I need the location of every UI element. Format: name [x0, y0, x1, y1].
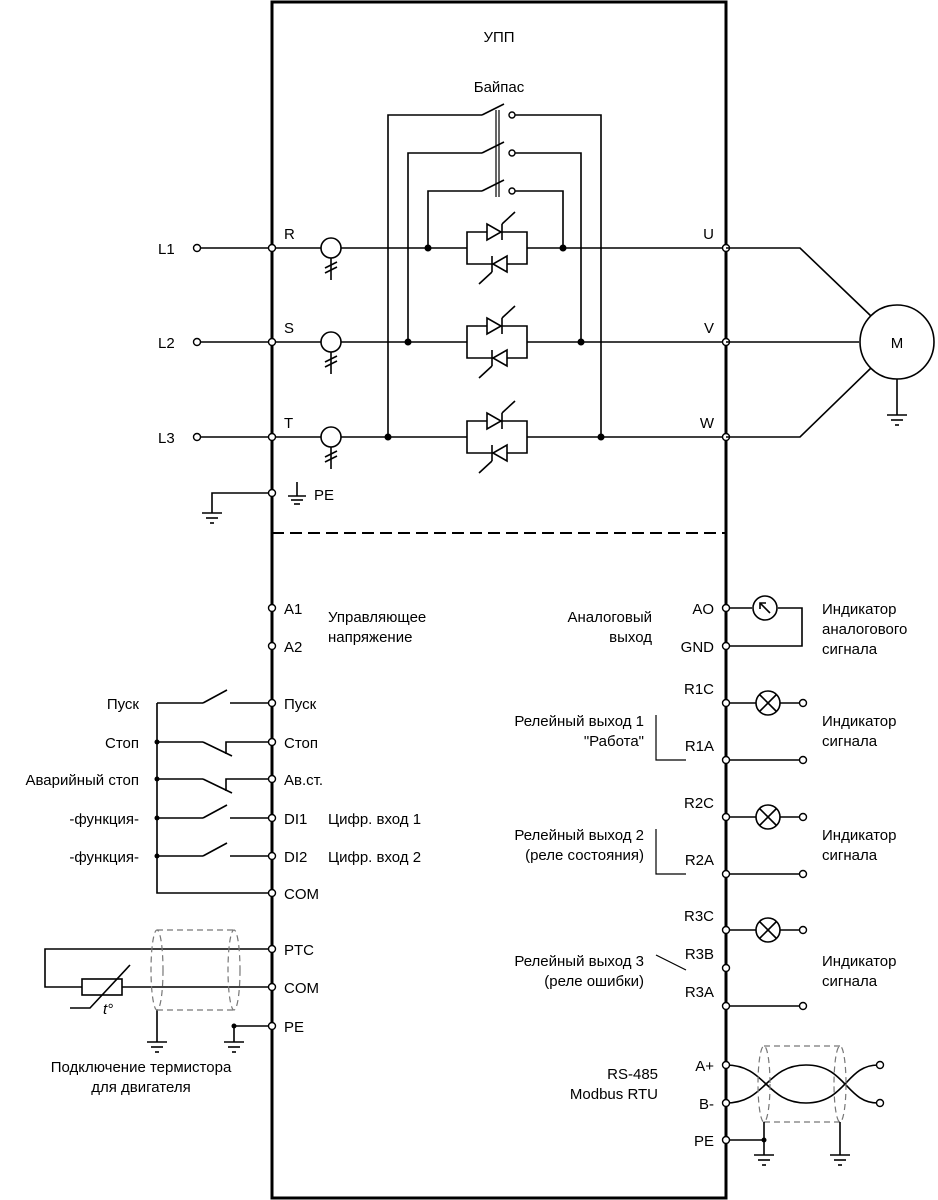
terminal-w-label: W — [700, 415, 715, 432]
di2-desc: Цифр. вход 2 — [328, 849, 421, 866]
bypass-contactor — [387, 103, 602, 437]
analog-label-line1: Аналоговый — [567, 609, 652, 626]
analog-meter-icon — [752, 595, 778, 621]
bypass-label: Байпас — [474, 79, 525, 96]
ext-func1-label: -функция- — [69, 811, 139, 828]
thyristor-icons — [466, 211, 528, 474]
terminal-a2-label: A2 — [284, 639, 302, 656]
relay2-wiring — [655, 812, 808, 879]
thermistor-caption-line1: Подключение термистора — [51, 1059, 232, 1076]
thermistor-wiring — [44, 929, 272, 1053]
analog-indicator-line3: сигнала — [822, 641, 878, 658]
digital-input-terminals — [267, 698, 277, 898]
pe-label: PE — [314, 487, 334, 504]
rs485-label-line2: Modbus RTU — [570, 1086, 658, 1103]
rs485-wiring — [721, 1045, 885, 1166]
terminal-start-label: Пуск — [284, 696, 317, 713]
lamp-icon — [755, 690, 781, 716]
thermistor-caption-line2: для двигателя — [91, 1079, 190, 1096]
terminal-r1a-label: R1A — [685, 738, 714, 755]
motor-wiring — [726, 247, 907, 438]
ext-func2-label: -функция- — [69, 849, 139, 866]
terminal-v-label: V — [704, 320, 714, 337]
relay1-indicator-line1: Индикатор — [822, 713, 897, 730]
terminal-ao-label: AO — [692, 601, 714, 618]
motor-icon — [859, 304, 935, 380]
terminal-pe2-label: PE — [284, 1019, 304, 1036]
input-l3-label: L3 — [158, 430, 175, 447]
terminal-a1-label: A1 — [284, 601, 302, 618]
relay2-indicator-line1: Индикатор — [822, 827, 897, 844]
terminal-r3c-label: R3C — [684, 908, 714, 925]
terminal-com2-label: COM — [284, 980, 319, 997]
input-l1-label: L1 — [158, 241, 175, 258]
device-enclosure — [270, 0, 728, 1200]
digital-input-wiring — [154, 689, 272, 894]
control-voltage-line1: Управляющее — [328, 609, 426, 626]
terminal-com-label: COM — [284, 886, 319, 903]
terminal-di2-label: DI2 — [284, 849, 307, 866]
analog-indicator-line2: аналогового — [822, 621, 907, 638]
di1-desc: Цифр. вход 1 — [328, 811, 421, 828]
motor-label: M — [891, 335, 904, 352]
current-sensor-icons — [320, 237, 342, 469]
device-title: УПП — [483, 29, 514, 46]
relay3-label-line2: (реле ошибки) — [544, 973, 644, 990]
terminal-r3b-label: R3B — [685, 946, 714, 963]
relay3-indicator-line2: сигнала — [822, 973, 878, 990]
control-voltage-line2: напряжение — [328, 629, 412, 646]
terminal-r2a-label: R2A — [685, 852, 714, 869]
terminal-t-label: T — [284, 415, 293, 432]
terminal-b-minus-label: B- — [699, 1096, 714, 1113]
thermistor-temp-label: t° — [103, 1001, 113, 1018]
terminal-r2c-label: R2C — [684, 795, 714, 812]
thermistor-icon — [70, 964, 131, 1009]
terminal-r1c-label: R1C — [684, 681, 714, 698]
relay3-indicator-line1: Индикатор — [822, 953, 897, 970]
terminal-a-plus-label: A+ — [695, 1058, 714, 1075]
input-terminals — [192, 243, 731, 442]
relay3-label-line1: Релейный выход 3 — [514, 953, 644, 970]
terminal-s-label: S — [284, 320, 294, 337]
relay2-indicator-line2: сигнала — [822, 847, 878, 864]
power-lines — [197, 247, 726, 438]
terminal-gnd-label: GND — [681, 639, 715, 656]
pe-power — [202, 482, 306, 524]
ext-stop-label: Стоп — [105, 735, 139, 752]
terminal-di1-label: DI1 — [284, 811, 307, 828]
lamp-icon — [755, 917, 781, 943]
terminal-r-label: R — [284, 226, 295, 243]
terminal-pe3-label: PE — [694, 1133, 714, 1150]
terminal-u-label: U — [703, 226, 714, 243]
control-supply-terminals — [267, 603, 277, 651]
relay1-indicator-line2: сигнала — [822, 733, 878, 750]
relay1-label-line2: "Работа" — [584, 733, 644, 750]
terminal-ptc-label: PTC — [284, 942, 314, 959]
ext-estop-label: Аварийный стоп — [25, 772, 139, 789]
terminal-stop-label: Стоп — [284, 735, 318, 752]
relay2-label-line1: Релейный выход 2 — [514, 827, 644, 844]
terminal-r3a-label: R3A — [685, 984, 714, 1001]
analog-indicator-line1: Индикатор — [822, 601, 897, 618]
relay1-wiring — [655, 698, 808, 765]
junction-dots — [384, 244, 605, 441]
rs485-label-line1: RS-485 — [607, 1066, 658, 1083]
analog-output-wiring — [721, 603, 803, 651]
relay3-wiring — [655, 925, 808, 1011]
lamp-icon — [755, 804, 781, 830]
terminal-estop-label: Ав.ст. — [284, 772, 323, 789]
thermistor-terminals — [267, 944, 277, 1031]
relay1-label-line1: Релейный выход 1 — [514, 713, 644, 730]
input-l2-label: L2 — [158, 335, 175, 352]
relay2-label-line2: (реле состояния) — [525, 847, 644, 864]
ext-start-label: Пуск — [107, 696, 140, 713]
analog-label-line2: выход — [609, 629, 652, 646]
